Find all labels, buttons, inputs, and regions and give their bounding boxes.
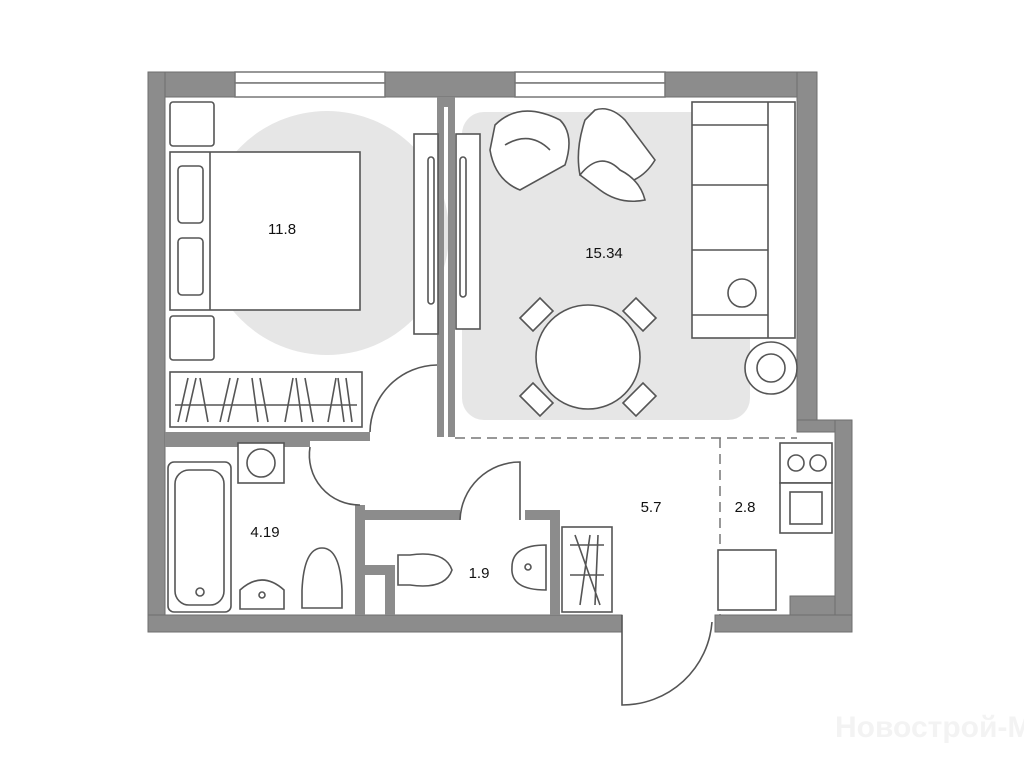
doors: [308, 364, 713, 706]
walls: [147, 71, 853, 633]
wc-fixtures: [397, 544, 547, 591]
room-area-living: 15.34: [585, 245, 623, 262]
bathroom-fixtures: [167, 442, 343, 613]
living-furniture: [489, 101, 798, 418]
room-area-wc: 1.9: [469, 565, 490, 582]
living-rug: [462, 112, 750, 420]
room-area-bedroom: 11.8: [268, 221, 296, 238]
bedroom-furniture: [169, 101, 481, 428]
room-area-hall: 5.7: [641, 499, 662, 516]
hall-kitchen-furniture: [561, 442, 833, 613]
room-area-kitchen: 2.8: [735, 499, 756, 516]
room-area-bathroom: 4.19: [250, 524, 279, 541]
watermark: Новострой-М: [835, 711, 1024, 744]
windows: [234, 71, 666, 98]
